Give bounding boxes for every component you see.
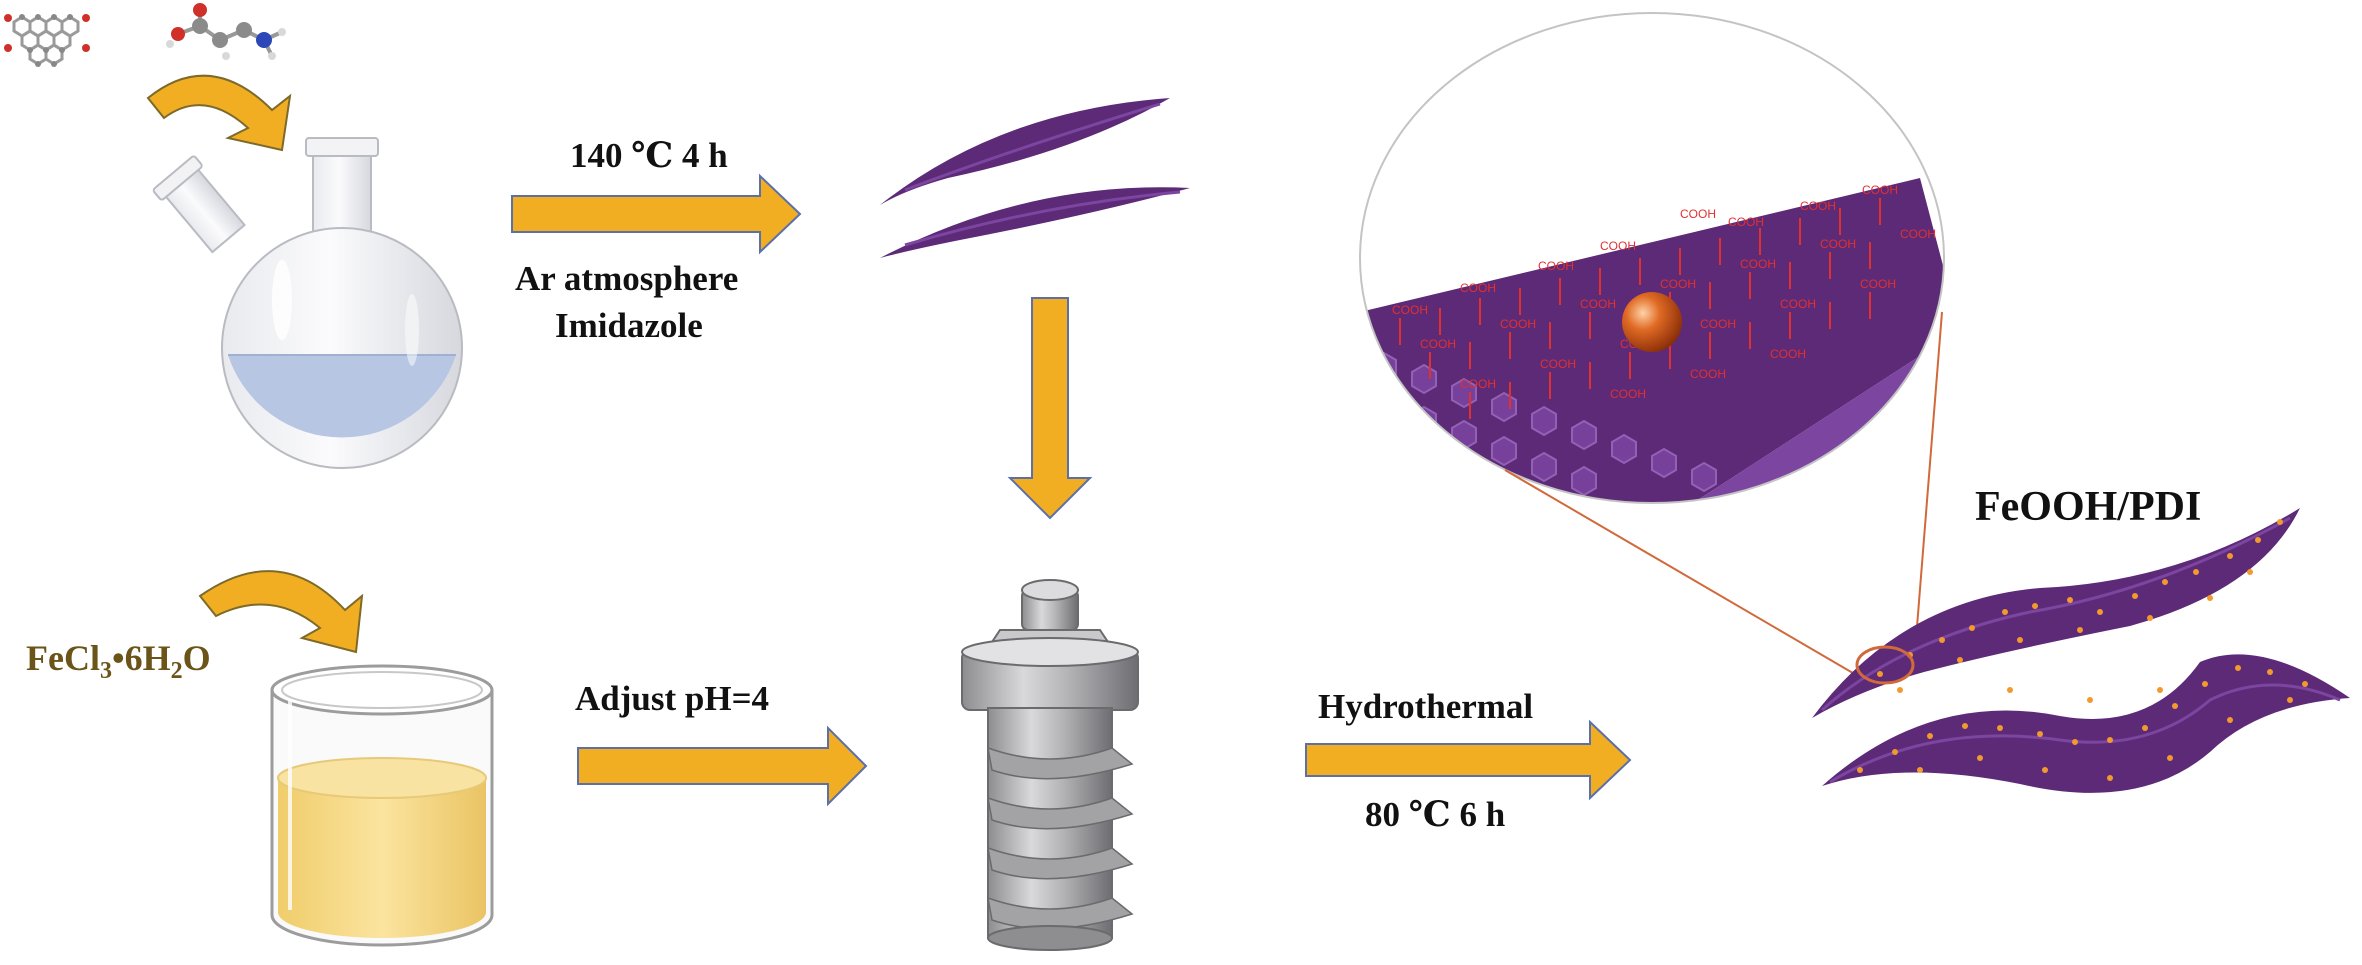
step1-arrow [511, 173, 802, 255]
cooh-label: COOH [1820, 237, 1856, 251]
cooh-label: COOH [1862, 183, 1898, 197]
cooh-label: COOH [1780, 297, 1816, 311]
down-arrow [1007, 297, 1093, 520]
zoom-connector-line [1504, 469, 1859, 677]
cooh-label: COOH [1740, 257, 1776, 271]
cooh-label: COOH [1460, 377, 1496, 391]
cooh-label: COOH [1800, 199, 1836, 213]
hydrothermal-arrow [1305, 719, 1632, 801]
amino-acid-molecule-model [166, 3, 286, 60]
adjust-ph-label: Adjust pH=4 [575, 679, 769, 718]
feooh-pdi-sheets [1812, 508, 2350, 793]
cooh-label: COOH [1660, 277, 1696, 291]
cooh-label: COOH [1580, 297, 1616, 311]
cooh-label: COOH [1420, 337, 1456, 351]
cooh-label: COOH [1610, 387, 1646, 401]
cooh-label: COOH [1538, 259, 1574, 273]
cooh-label: COOH [1900, 227, 1936, 241]
cooh-label: COOH [1540, 357, 1576, 371]
fecl3-label: FeCl3•6H2O [26, 638, 211, 684]
beaker-icon [270, 664, 494, 947]
pdi-nanosheets [880, 98, 1190, 258]
step1-atmosphere-label: Ar atmosphere [515, 259, 738, 298]
cooh-label: COOH [1500, 317, 1536, 331]
zoom-detail-circle: COOH COOH COOH COOH COOH COOH COOH COOH … [1359, 12, 1945, 504]
cooh-label: COOH [1680, 207, 1716, 221]
cooh-label: COOH [1460, 281, 1496, 295]
cooh-label: COOH [1600, 239, 1636, 253]
adjust-ph-arrow [577, 725, 868, 807]
cooh-label: COOH [1690, 367, 1726, 381]
autoclave-icon [961, 579, 1139, 951]
product-label: FeOOH/PDI [1975, 484, 2201, 530]
hydrothermal-label: Hydrothermal [1318, 687, 1533, 726]
zoom-connector-line-2 [1914, 311, 1943, 653]
cooh-label: COOH [1728, 215, 1764, 229]
curved-addition-arrow-icon-2 [198, 570, 364, 654]
step1-reagent-label: Imidazole [555, 306, 703, 345]
cooh-label: COOH [1770, 347, 1806, 361]
zoom-marker-circle [1855, 645, 1915, 685]
pdi-molecule-model [4, 14, 90, 67]
cooh-label: COOH [1860, 277, 1896, 291]
curved-addition-arrow-icon [146, 74, 292, 152]
cooh-label: COOH [1700, 317, 1736, 331]
two-neck-flask-icon [152, 137, 463, 469]
hydrothermal-condition-label: 80 ℃ 6 h [1365, 795, 1505, 834]
feooh-nanoparticle [1622, 292, 1682, 352]
cooh-label: COOH [1392, 303, 1428, 317]
step1-condition-label: 140 ℃ 4 h [570, 136, 728, 175]
